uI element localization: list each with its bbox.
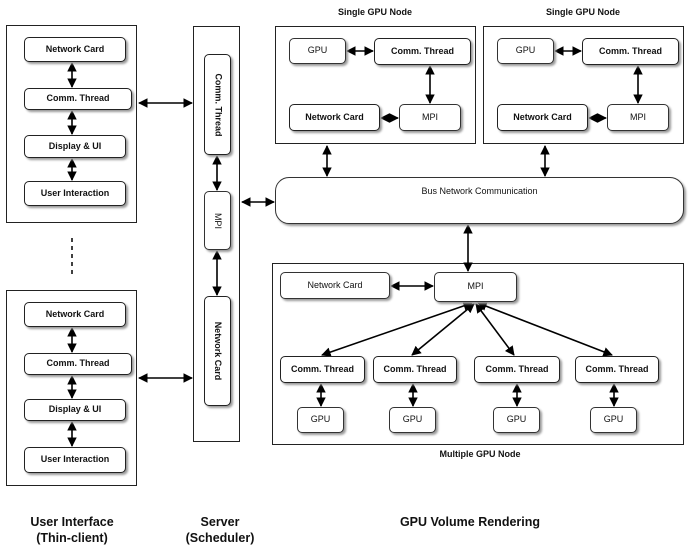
multi-gpu-3: GPU (493, 407, 540, 433)
node2-mpi: MPI (607, 104, 669, 131)
multi-comm-thread-1: Comm. Thread (280, 356, 365, 383)
client2-display-ui: Display & UI (24, 399, 126, 421)
node2-gpu: GPU (497, 38, 554, 64)
server-comm-thread: Comm. Thread (204, 54, 231, 155)
multi-network-card: Network Card (280, 272, 390, 299)
node1-network-card: Network Card (289, 104, 380, 131)
node1-comm-thread: Comm. Thread (374, 38, 471, 65)
single-gpu-node-title-1: Single GPU Node (337, 7, 412, 17)
multi-comm-thread-3: Comm. Thread (474, 356, 560, 383)
single-gpu-node-title-2: Single GPU Node (545, 7, 620, 17)
node1-mpi: MPI (399, 104, 461, 131)
node1-gpu: GPU (289, 38, 346, 64)
caption-server: Server (Scheduler) (185, 515, 255, 545)
caption-rendering: GPU Volume Rendering (399, 515, 541, 529)
server-network-card: Network Card (204, 296, 231, 406)
client2-user-interaction: User Interaction (24, 447, 126, 473)
node2-network-card: Network Card (497, 104, 588, 131)
client1-user-interaction: User Interaction (24, 181, 126, 206)
bus-network-communication: Bus Network Communication (275, 177, 684, 224)
multi-comm-thread-4: Comm. Thread (575, 356, 659, 383)
multi-gpu-4: GPU (590, 407, 637, 433)
multi-comm-thread-2: Comm. Thread (373, 356, 457, 383)
client1-comm-thread: Comm. Thread (24, 88, 132, 110)
multi-gpu-1: GPU (297, 407, 344, 433)
node2-comm-thread: Comm. Thread (582, 38, 679, 65)
multi-gpu-2: GPU (389, 407, 436, 433)
client1-network-card: Network Card (24, 37, 126, 62)
multiple-gpu-node-title: Multiple GPU Node (439, 449, 521, 459)
client2-comm-thread: Comm. Thread (24, 353, 132, 375)
caption-client: User Interface (Thin-client) (30, 515, 114, 545)
client1-display-ui: Display & UI (24, 135, 126, 158)
multi-mpi: MPI (434, 272, 517, 302)
client2-network-card: Network Card (24, 302, 126, 327)
server-mpi: MPI (204, 191, 231, 250)
